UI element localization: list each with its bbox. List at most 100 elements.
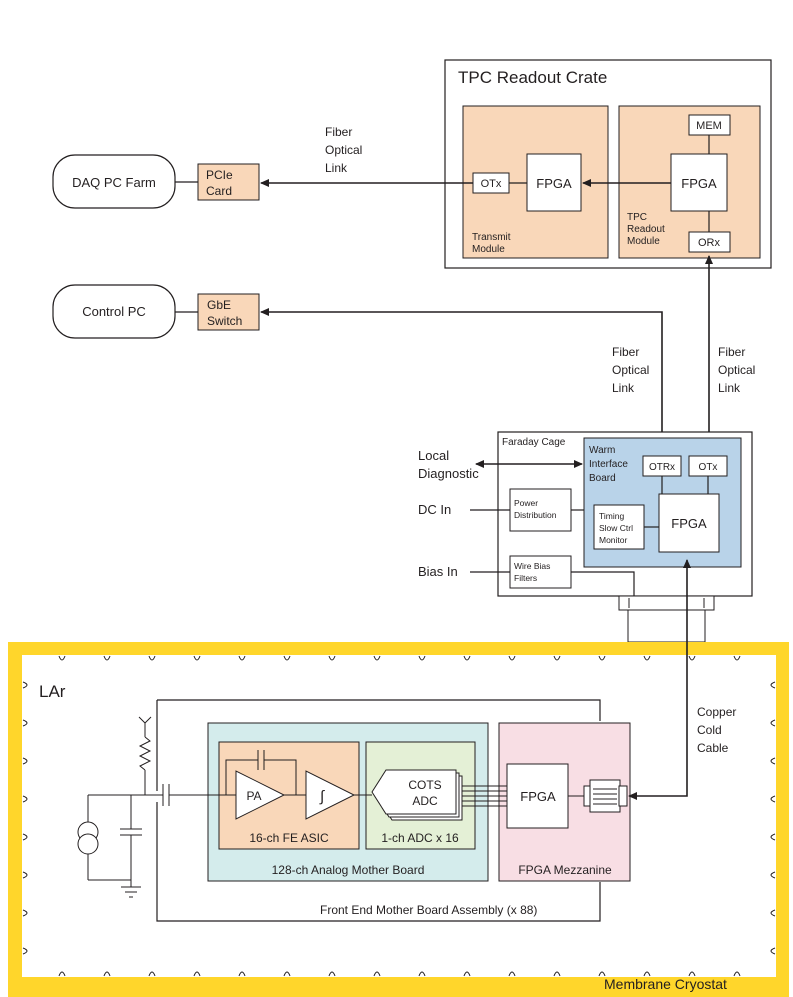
corrugation-mark xyxy=(508,655,516,661)
warm-interface-board: Warm Interface Board OTRx OTx Timing Slo… xyxy=(583,437,742,568)
corrugation-mark xyxy=(103,971,111,977)
corrugation-mark xyxy=(58,655,66,661)
power-line2: Distribution xyxy=(514,510,557,520)
timing-box xyxy=(593,504,645,550)
corrugation-mark xyxy=(328,971,336,977)
readout-module-title-1: TPC xyxy=(627,212,647,223)
wirebias-line2: Filters xyxy=(514,573,537,583)
corrugation-mark xyxy=(418,971,426,977)
pcie-card-box xyxy=(197,163,260,201)
daq-pc-farm-label: DAQ PC Farm xyxy=(72,175,156,190)
mezzanine-fpga-label: FPGA xyxy=(520,789,556,804)
wirebias-line1: Wire Bias xyxy=(514,561,550,571)
fe-asic-title: 16-ch FE ASIC xyxy=(249,831,329,845)
corrugation-mark xyxy=(148,971,156,977)
fiber-link-control xyxy=(260,308,666,451)
adc-line1: COTS xyxy=(408,778,441,792)
pcie-card-line2: Card xyxy=(206,184,232,198)
adc-line2: ADC xyxy=(412,794,438,808)
fiber-top-line2: Optical xyxy=(325,143,362,157)
corrugation-mark xyxy=(373,971,381,977)
mezzanine-title: FPGA Mezzanine xyxy=(518,863,612,877)
readout-fpga-box xyxy=(670,153,728,212)
copper-line2: Cold xyxy=(697,723,722,737)
corrugation-mark xyxy=(463,655,471,661)
faraday-cage: Faraday Cage Power Distribution Wire Bia… xyxy=(497,431,753,598)
membrane-corrugations xyxy=(22,655,776,977)
corrugation-mark xyxy=(22,757,28,765)
otrx-label: OTRx xyxy=(649,462,675,473)
analog-mb-label: 128-ch Analog Mother Board xyxy=(272,863,425,877)
fiber-top-line3: Link xyxy=(325,161,348,175)
daq-section: DAQ PC Farm PCIe Card xyxy=(52,154,260,209)
corrugation-mark xyxy=(643,971,651,977)
timing-line3: Monitor xyxy=(599,535,628,545)
corrugation-mark xyxy=(193,971,201,977)
corrugation-mark xyxy=(283,971,291,977)
corrugation-mark xyxy=(553,655,561,661)
transmit-module-title-1: Transmit xyxy=(472,232,511,243)
corrugation-mark xyxy=(553,971,561,977)
corrugation-mark xyxy=(770,909,776,917)
fiber-mid-right-line2: Optical xyxy=(718,363,755,377)
bias-in-label: Bias In xyxy=(418,564,458,579)
fiber-top-line1: Fiber xyxy=(325,125,352,139)
transmit-otx-label: OTx xyxy=(481,178,502,190)
readout-module-title-2: Readout xyxy=(627,224,665,235)
corrugation-mark xyxy=(770,833,776,841)
corrugation-mark xyxy=(688,655,696,661)
copper-cable-label: Copper Cold Cable xyxy=(697,705,736,755)
corrugation-mark xyxy=(22,719,28,727)
corrugation-mark xyxy=(103,655,111,661)
fiber-label-mid-left: Fiber Optical Link xyxy=(612,345,649,395)
adc-title: 1-ch ADC x 16 xyxy=(381,831,459,845)
corrugation-mark xyxy=(22,871,28,879)
transmit-fpga-box xyxy=(526,153,582,212)
copper-line1: Copper xyxy=(697,705,736,719)
corrugation-mark xyxy=(193,655,201,661)
fe-asic: 16-ch FE ASIC PA ∫ xyxy=(218,741,360,850)
fiber-mid-left-line2: Optical xyxy=(612,363,649,377)
corrugation-mark xyxy=(598,655,606,661)
corrugation-mark xyxy=(508,971,516,977)
fiber-mid-left-line1: Fiber xyxy=(612,345,639,359)
corrugation-mark xyxy=(463,971,471,977)
transmit-fpga-label: FPGA xyxy=(536,176,572,191)
corrugation-mark xyxy=(328,655,336,661)
faraday-cage-title: Faraday Cage xyxy=(502,437,566,448)
crate-title: TPC Readout Crate xyxy=(458,68,607,87)
control-section: Control PC GbE Switch xyxy=(52,284,260,339)
readout-module-title-3: Module xyxy=(627,236,660,247)
corrugation-mark xyxy=(770,719,776,727)
copper-line3: Cable xyxy=(697,741,729,755)
external-inputs: Local Diagnostic DC In Bias In xyxy=(418,448,583,579)
transmit-module: OTx FPGA Transmit Module xyxy=(462,105,609,259)
corrugation-mark xyxy=(58,971,66,977)
gbe-switch-line1: GbE xyxy=(207,298,231,312)
corrugation-mark xyxy=(733,655,741,661)
corrugation-mark xyxy=(22,833,28,841)
adc-block: 1-ch ADC x 16 COTS ADC xyxy=(354,741,476,850)
orx-label: ORx xyxy=(698,237,721,249)
corrugation-mark xyxy=(643,655,651,661)
copper-cold-cable xyxy=(628,559,691,800)
timing-line1: Timing xyxy=(599,511,624,521)
corrugation-mark xyxy=(688,971,696,977)
local-diagnostic-line2: Diagnostic xyxy=(418,466,479,481)
corrugation-mark xyxy=(22,681,28,689)
wire-bias-filters-box xyxy=(509,555,572,589)
wib-line2: Interface xyxy=(589,459,628,470)
pa-label: PA xyxy=(246,789,261,803)
fpga-mezzanine: FPGA Mezzanine FPGA xyxy=(462,722,631,882)
corrugation-mark xyxy=(598,971,606,977)
corrugation-mark xyxy=(770,795,776,803)
integrator-label: ∫ xyxy=(319,788,326,805)
fiber-label-mid-right: Fiber Optical Link xyxy=(718,345,755,395)
fe-mother-board-assembly: Front End Mother Board Assembly (x 88) xyxy=(156,699,601,922)
corrugation-mark xyxy=(22,947,28,955)
pcie-card-line1: PCIe xyxy=(206,168,233,182)
wib-fpga-box xyxy=(658,493,720,553)
fiber-label-top: Fiber Optical Link xyxy=(325,125,362,175)
corrugation-mark xyxy=(770,871,776,879)
